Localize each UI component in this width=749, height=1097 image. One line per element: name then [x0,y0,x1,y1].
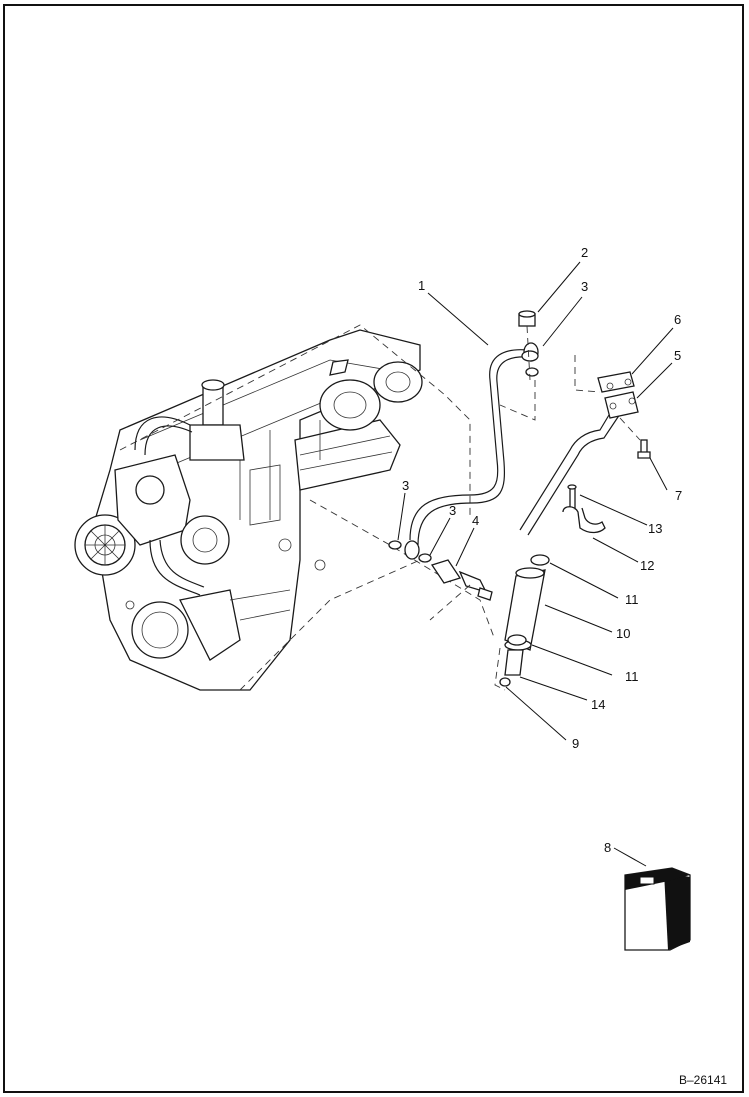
callout-5: 5 [674,348,681,363]
banjo-bolt-top [499,310,539,421]
lower-fittings [388,540,493,621]
callout-13: 13 [648,521,662,536]
callout-4: 4 [472,513,479,528]
leader-lines [397,261,674,867]
engine-assembly [74,324,496,691]
callout-14: 14 [591,697,605,712]
callout-3-left: 3 [402,478,409,493]
page-border [3,4,744,1093]
callout-10: 10 [616,626,630,641]
oil-return-tube [519,355,651,536]
callout-9: 9 [572,736,579,751]
return-hose-assembly [494,554,550,691]
callout-6: 6 [674,312,681,327]
callout-11-top: 11 [625,592,639,607]
callout-8: 8 [604,840,611,855]
callout-12: 12 [640,558,654,573]
callout-3-mid: 3 [449,503,456,518]
figure-reference: B–26141 [679,1073,727,1087]
callout-11-bottom: 11 [625,669,639,684]
callout-7: 7 [675,488,682,503]
callouts: 1 2 3 3 3 4 5 6 7 8 9 10 11 11 12 13 14 [402,245,682,855]
callout-1: 1 [418,278,425,293]
gasket-kit-box [624,867,691,951]
callout-3-top: 3 [581,279,588,294]
callout-2: 2 [581,245,588,260]
bracket-and-bolt [562,484,606,534]
